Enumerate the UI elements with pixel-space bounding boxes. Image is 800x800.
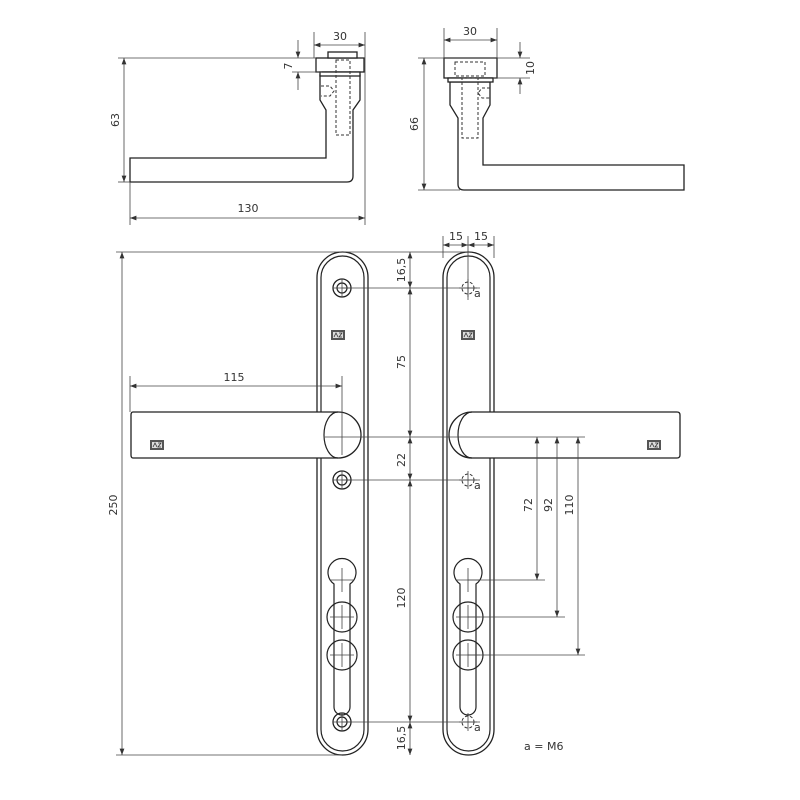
dim-rose-left: 7 bbox=[282, 63, 295, 70]
thread-marker: a bbox=[474, 287, 481, 300]
dim-lever-length: 115 bbox=[224, 371, 245, 384]
dim-width-left: 30 bbox=[333, 30, 347, 43]
dim-half-width-right: 15 bbox=[474, 230, 488, 243]
dim-cyl-3: 110 bbox=[563, 495, 576, 516]
dim-plate-height: 250 bbox=[107, 495, 120, 516]
dim-cyl-2: 92 bbox=[542, 498, 555, 512]
side-view-right: 30 10 66 bbox=[408, 25, 685, 191]
dim-height-left: 63 bbox=[109, 113, 122, 127]
dim-top-screw: 16,5 bbox=[395, 258, 408, 283]
logo-icon bbox=[460, 329, 476, 341]
dim-screw-to-axis: 75 bbox=[395, 355, 408, 369]
side-view-left: 30 7 63 130 bbox=[109, 30, 366, 225]
front-view-inside: a a a bbox=[442, 251, 681, 756]
dim-length-left: 130 bbox=[238, 202, 259, 215]
logo-icon bbox=[149, 439, 165, 451]
front-dimensions: 250 115 15 15 16,5 75 22 120 16,5 72 92 … bbox=[107, 230, 585, 756]
logo-icon bbox=[330, 329, 346, 341]
dim-cyl-1: 72 bbox=[522, 498, 535, 512]
dim-width-right: 30 bbox=[463, 25, 477, 38]
dim-bottom-screw: 16,5 bbox=[395, 726, 408, 751]
dim-height-right: 66 bbox=[408, 117, 421, 131]
dim-half-width-left: 15 bbox=[449, 230, 463, 243]
dim-screw-to-screw: 120 bbox=[395, 588, 408, 609]
thread-note: a = M6 bbox=[524, 740, 563, 753]
thread-marker: a bbox=[474, 721, 481, 734]
front-view-outside bbox=[130, 251, 369, 756]
logo-icon bbox=[646, 439, 662, 451]
thread-marker: a bbox=[474, 479, 481, 492]
dim-axis-to-screw: 22 bbox=[395, 453, 408, 467]
dim-rose-right: 10 bbox=[524, 61, 537, 75]
